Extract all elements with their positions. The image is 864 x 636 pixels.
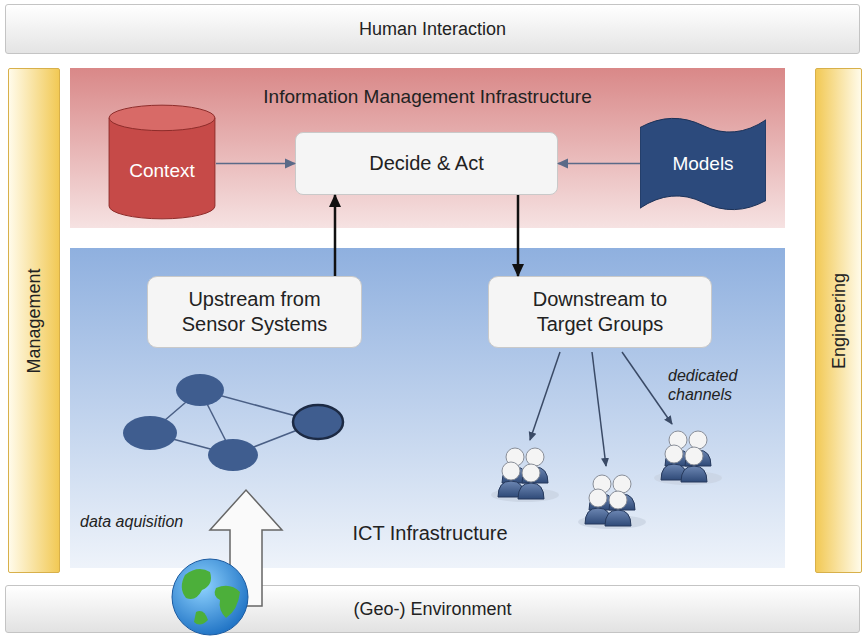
node-label: Management — [24, 268, 45, 373]
layer-title: Information Management Infrastructure — [70, 86, 785, 108]
node-label: Context — [129, 159, 194, 183]
node-label: Decide & Act — [369, 151, 484, 176]
flow-arrow — [334, 195, 337, 276]
side-band: Engineering — [815, 68, 862, 573]
node-label: Downstream to Target Groups — [515, 287, 685, 337]
node-label: (Geo-) Environment — [353, 598, 511, 621]
node-label: Human Interaction — [359, 18, 506, 41]
layer-title: ICT Infrastructure — [310, 522, 550, 545]
annotation-label: data aquisition — [80, 512, 220, 531]
node-label: Upstream from Sensor Systems — [170, 287, 340, 337]
globe — [172, 559, 248, 635]
process-box: Upstream from Sensor Systems — [147, 276, 362, 348]
node-label: Models — [672, 152, 733, 176]
process-box: Downstream to Target Groups — [488, 276, 712, 348]
band: Human Interaction — [5, 4, 860, 54]
channel-arrows — [530, 352, 672, 466]
band: (Geo-) Environment — [5, 585, 860, 633]
sensor-network — [123, 374, 343, 471]
flow-arrow — [558, 163, 640, 165]
document-shape: Models — [640, 116, 766, 212]
side-band: Management — [8, 68, 60, 573]
annotation-label: dedicated channels — [668, 366, 764, 404]
node-label: Engineering — [828, 272, 849, 368]
database-cylinder: Context — [108, 104, 216, 220]
process-box: Decide & Act — [295, 132, 558, 195]
flow-arrow — [216, 163, 295, 165]
target-groups — [491, 431, 722, 529]
layer-region: Information Management InfrastructureCon… — [70, 68, 785, 228]
flow-arrow — [517, 195, 520, 276]
